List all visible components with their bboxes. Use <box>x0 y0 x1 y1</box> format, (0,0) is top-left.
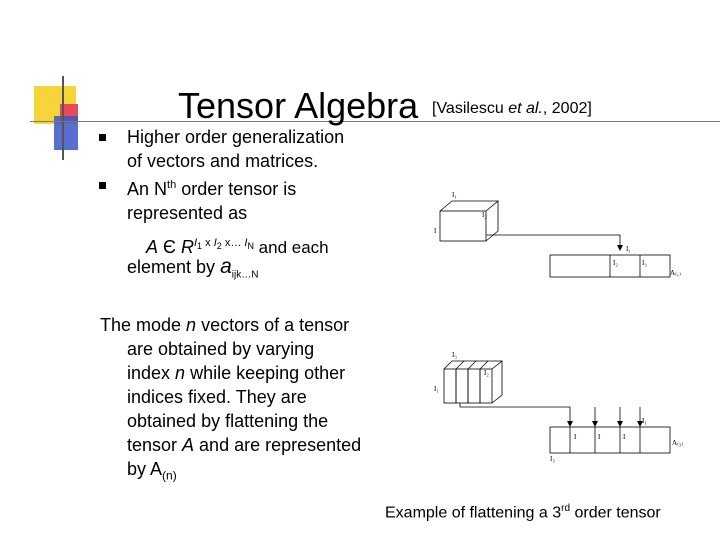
para-l1-n: n <box>186 315 197 335</box>
bullet-2-line-2: represented as <box>127 203 248 223</box>
math-x2: x <box>221 237 231 249</box>
math-I2: I <box>213 237 217 249</box>
math-I2-sub: 2 <box>216 241 222 252</box>
bullet-2-math-line: A Є RI1 x I2 x… IN and each <box>146 231 329 260</box>
para-l6-post: and are represented <box>194 435 362 455</box>
math-IN-sub: N <box>247 241 254 252</box>
flattening-figure-top: I₁ I₂ I I₁ I₂ I₃ A₍₁₎ <box>434 191 681 278</box>
fig-bot-label-5: I <box>598 433 601 441</box>
para-l7-pre: by A <box>127 459 163 479</box>
tensor-slice <box>467 368 481 404</box>
math-a: a <box>220 255 232 278</box>
para-l1-pre: The mode <box>100 315 187 335</box>
figure-caption: Example of flattening a 3rd order tensor <box>385 503 661 522</box>
paragraph-line-3: index n while keeping other <box>127 361 345 385</box>
bullet-1-line-1: Higher order generalization <box>127 127 345 147</box>
decor-horizontal-line <box>30 121 720 122</box>
bullet-marker-1 <box>99 134 106 141</box>
caption-pre: Example of flattening a 3 <box>385 504 562 522</box>
fig-top-label-3: I <box>434 227 437 235</box>
citation-italic: et al. <box>508 100 543 117</box>
arrow-head-icon <box>617 245 623 251</box>
bullet-2-line-1: An Nth order tensor is <box>127 173 296 201</box>
caption-post: order tensor <box>570 504 661 522</box>
paragraph-line-7: by A(n) <box>127 457 177 488</box>
para-l6-pre: tensor <box>127 435 183 455</box>
math-I1-sub: 1 <box>197 241 203 252</box>
paragraph-line-5: obtained by flattening the <box>127 411 329 431</box>
math-A: A <box>146 237 159 257</box>
fig-bot-label-6: I <box>623 433 626 441</box>
citation: [Vasilescu et al., 2002] <box>432 100 592 118</box>
math-IN: I <box>244 237 248 249</box>
math-x1: x <box>202 237 214 249</box>
fig-bot-label-8: I₃ <box>550 455 555 463</box>
paragraph-line-6: tensor A and are represented <box>127 433 361 457</box>
fig-top-label-7: A₍₁₎ <box>670 269 681 277</box>
math-dots: … <box>230 237 245 249</box>
decor-vertical-line <box>62 76 64 160</box>
para-l3-post: while keeping other <box>185 363 346 383</box>
para-l3-n: n <box>175 363 186 383</box>
bullet-2-text-post: order tensor is <box>176 179 297 199</box>
fig-bot-label-1: I₃ <box>452 351 457 359</box>
math-I1: I <box>193 237 198 249</box>
arrow-heads-icon <box>567 421 643 427</box>
para-l1-post: vectors of a tensor <box>196 315 350 335</box>
math-R: R <box>180 237 194 257</box>
fig-top-label-5: I₂ <box>613 259 618 267</box>
fig-bot-label-2: I₂ <box>484 369 489 377</box>
fig-bot-label-3: I₁ <box>434 385 439 393</box>
fig-top-label-1: I₁ <box>452 191 457 199</box>
flattening-figure-bottom: I₃ I₂ I₁ I I I I₁ I₃ A₍₃₎ <box>434 351 683 463</box>
tensor-slice <box>455 368 469 404</box>
fig-bot-label-9: A₍₃₎ <box>672 439 683 447</box>
math-element-of: Є <box>163 237 176 257</box>
fig-bot-label-7: I₁ <box>642 417 647 425</box>
bullet-marker-2 <box>99 182 106 189</box>
bullet-2-sup: th <box>167 179 177 191</box>
fig-top-label-4: I₁ <box>626 245 631 253</box>
citation-suffix: , 2002] <box>542 100 592 117</box>
bullet-2-text-pre: An N <box>127 179 168 199</box>
flatten-arrow <box>486 234 621 247</box>
citation-prefix: [Vasilescu <box>432 100 509 117</box>
tensor-slice-depth <box>443 360 504 404</box>
fig-top-label-6: I₃ <box>642 259 647 267</box>
unfolded-matrix <box>549 426 671 454</box>
fig-top-label-2: I₂ <box>482 211 487 219</box>
flatten-arrow <box>459 403 571 423</box>
tensor-cube-front <box>439 210 487 242</box>
fig-bot-label-4: I <box>574 433 577 441</box>
paragraph-line-2: are obtained by varying <box>127 339 315 359</box>
caption-sup: rd <box>561 503 571 514</box>
tensor-slice <box>479 368 493 404</box>
math-a-sub: ijk…N <box>231 269 259 281</box>
math-exponent: I1 x I2 x… IN <box>193 237 254 252</box>
tensor-slice <box>443 368 457 404</box>
bullet-2-line-4: element by aijk…N <box>127 255 258 288</box>
para-l3-pre: index <box>127 363 176 383</box>
paragraph-line-1: The mode n vectors of a tensor <box>100 313 349 337</box>
bullet-1-line-2: of vectors and matrices. <box>127 151 319 171</box>
para-l6-A: A <box>182 435 195 455</box>
slide-title: Tensor Algebra <box>178 85 419 126</box>
math-and-each: and each <box>253 238 329 257</box>
tensor-cube-depth <box>439 200 500 242</box>
bullet-2-line-4-pre: element by <box>127 257 221 277</box>
para-l7-sub: (n) <box>162 468 177 483</box>
paragraph-line-4: indices fixed. They are <box>127 387 307 407</box>
